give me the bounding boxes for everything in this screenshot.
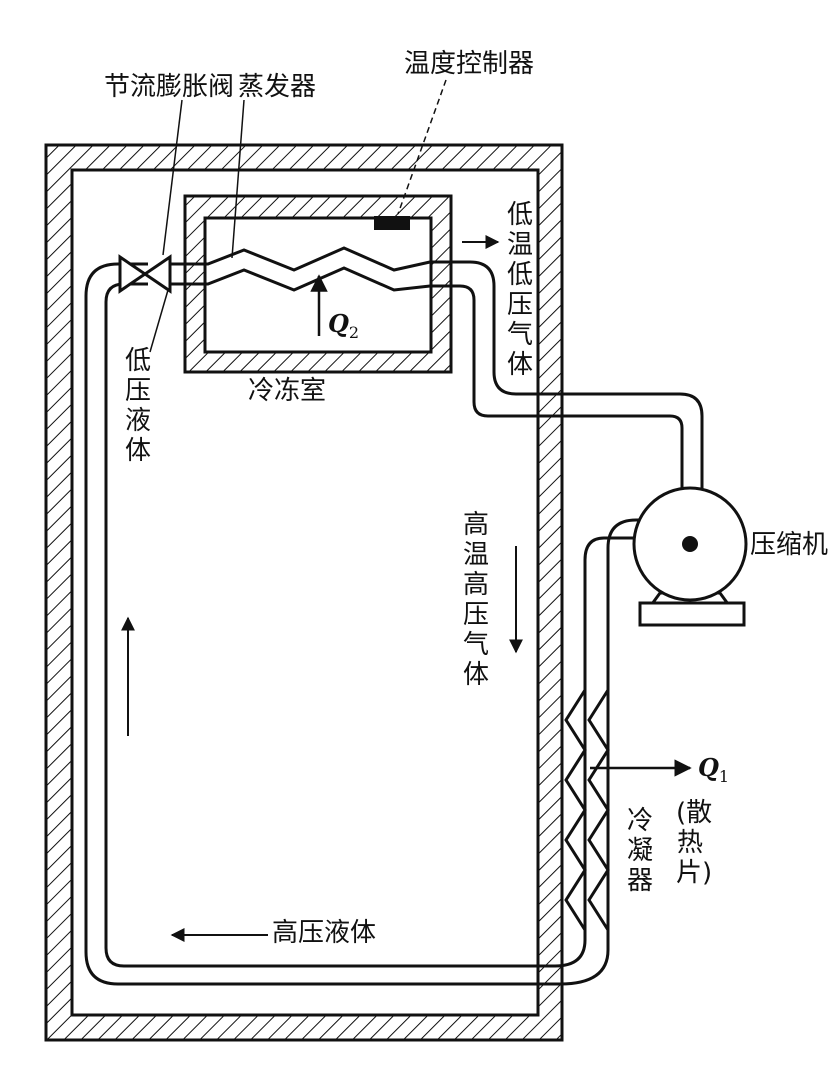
heat-sink-label: (散热片) <box>676 798 713 888</box>
condenser-label: 冷凝器 <box>626 806 653 896</box>
freezer-wall <box>183 194 453 374</box>
evaporator-leader-line <box>231 99 245 259</box>
evaporator-coil <box>170 246 431 272</box>
valve-leader-line <box>162 99 183 256</box>
throttle-valve-label: 节流膨胀阀 <box>104 72 235 102</box>
q1-label: Q1 <box>698 753 730 786</box>
compressor-label: 压缩机 <box>750 530 829 560</box>
high-temp-high-pressure-gas-label: 高温高压气体 <box>462 510 489 690</box>
compressor-body <box>632 486 748 627</box>
low-pressure-liquid-label: 低压液体 <box>124 346 151 466</box>
refrigerant-loop-inner <box>104 282 643 968</box>
controller-leader-line <box>397 79 447 215</box>
temperature-controller-label: 温度控制器 <box>404 49 535 79</box>
cabinet-wall <box>44 143 564 1042</box>
suction-line <box>430 260 704 492</box>
condenser-coil <box>564 689 587 931</box>
high-pressure-liquid-label: 高压液体 <box>272 918 377 948</box>
refrigerant-loop <box>84 262 643 986</box>
q2-label: Q2 <box>328 309 360 342</box>
freezer-label: 冷冻室 <box>248 376 327 406</box>
evaporator-coil-inner <box>170 266 431 292</box>
low-temp-low-pressure-gas-label: 低温低压气体 <box>506 200 533 380</box>
suction-line-inner <box>430 284 684 494</box>
low-liquid-leader-line <box>149 289 169 353</box>
temperature-controller <box>374 216 410 230</box>
evaporator-label: 蒸发器 <box>238 72 317 102</box>
condenser-coil-inner <box>587 689 610 931</box>
throttle-valve <box>118 254 172 294</box>
